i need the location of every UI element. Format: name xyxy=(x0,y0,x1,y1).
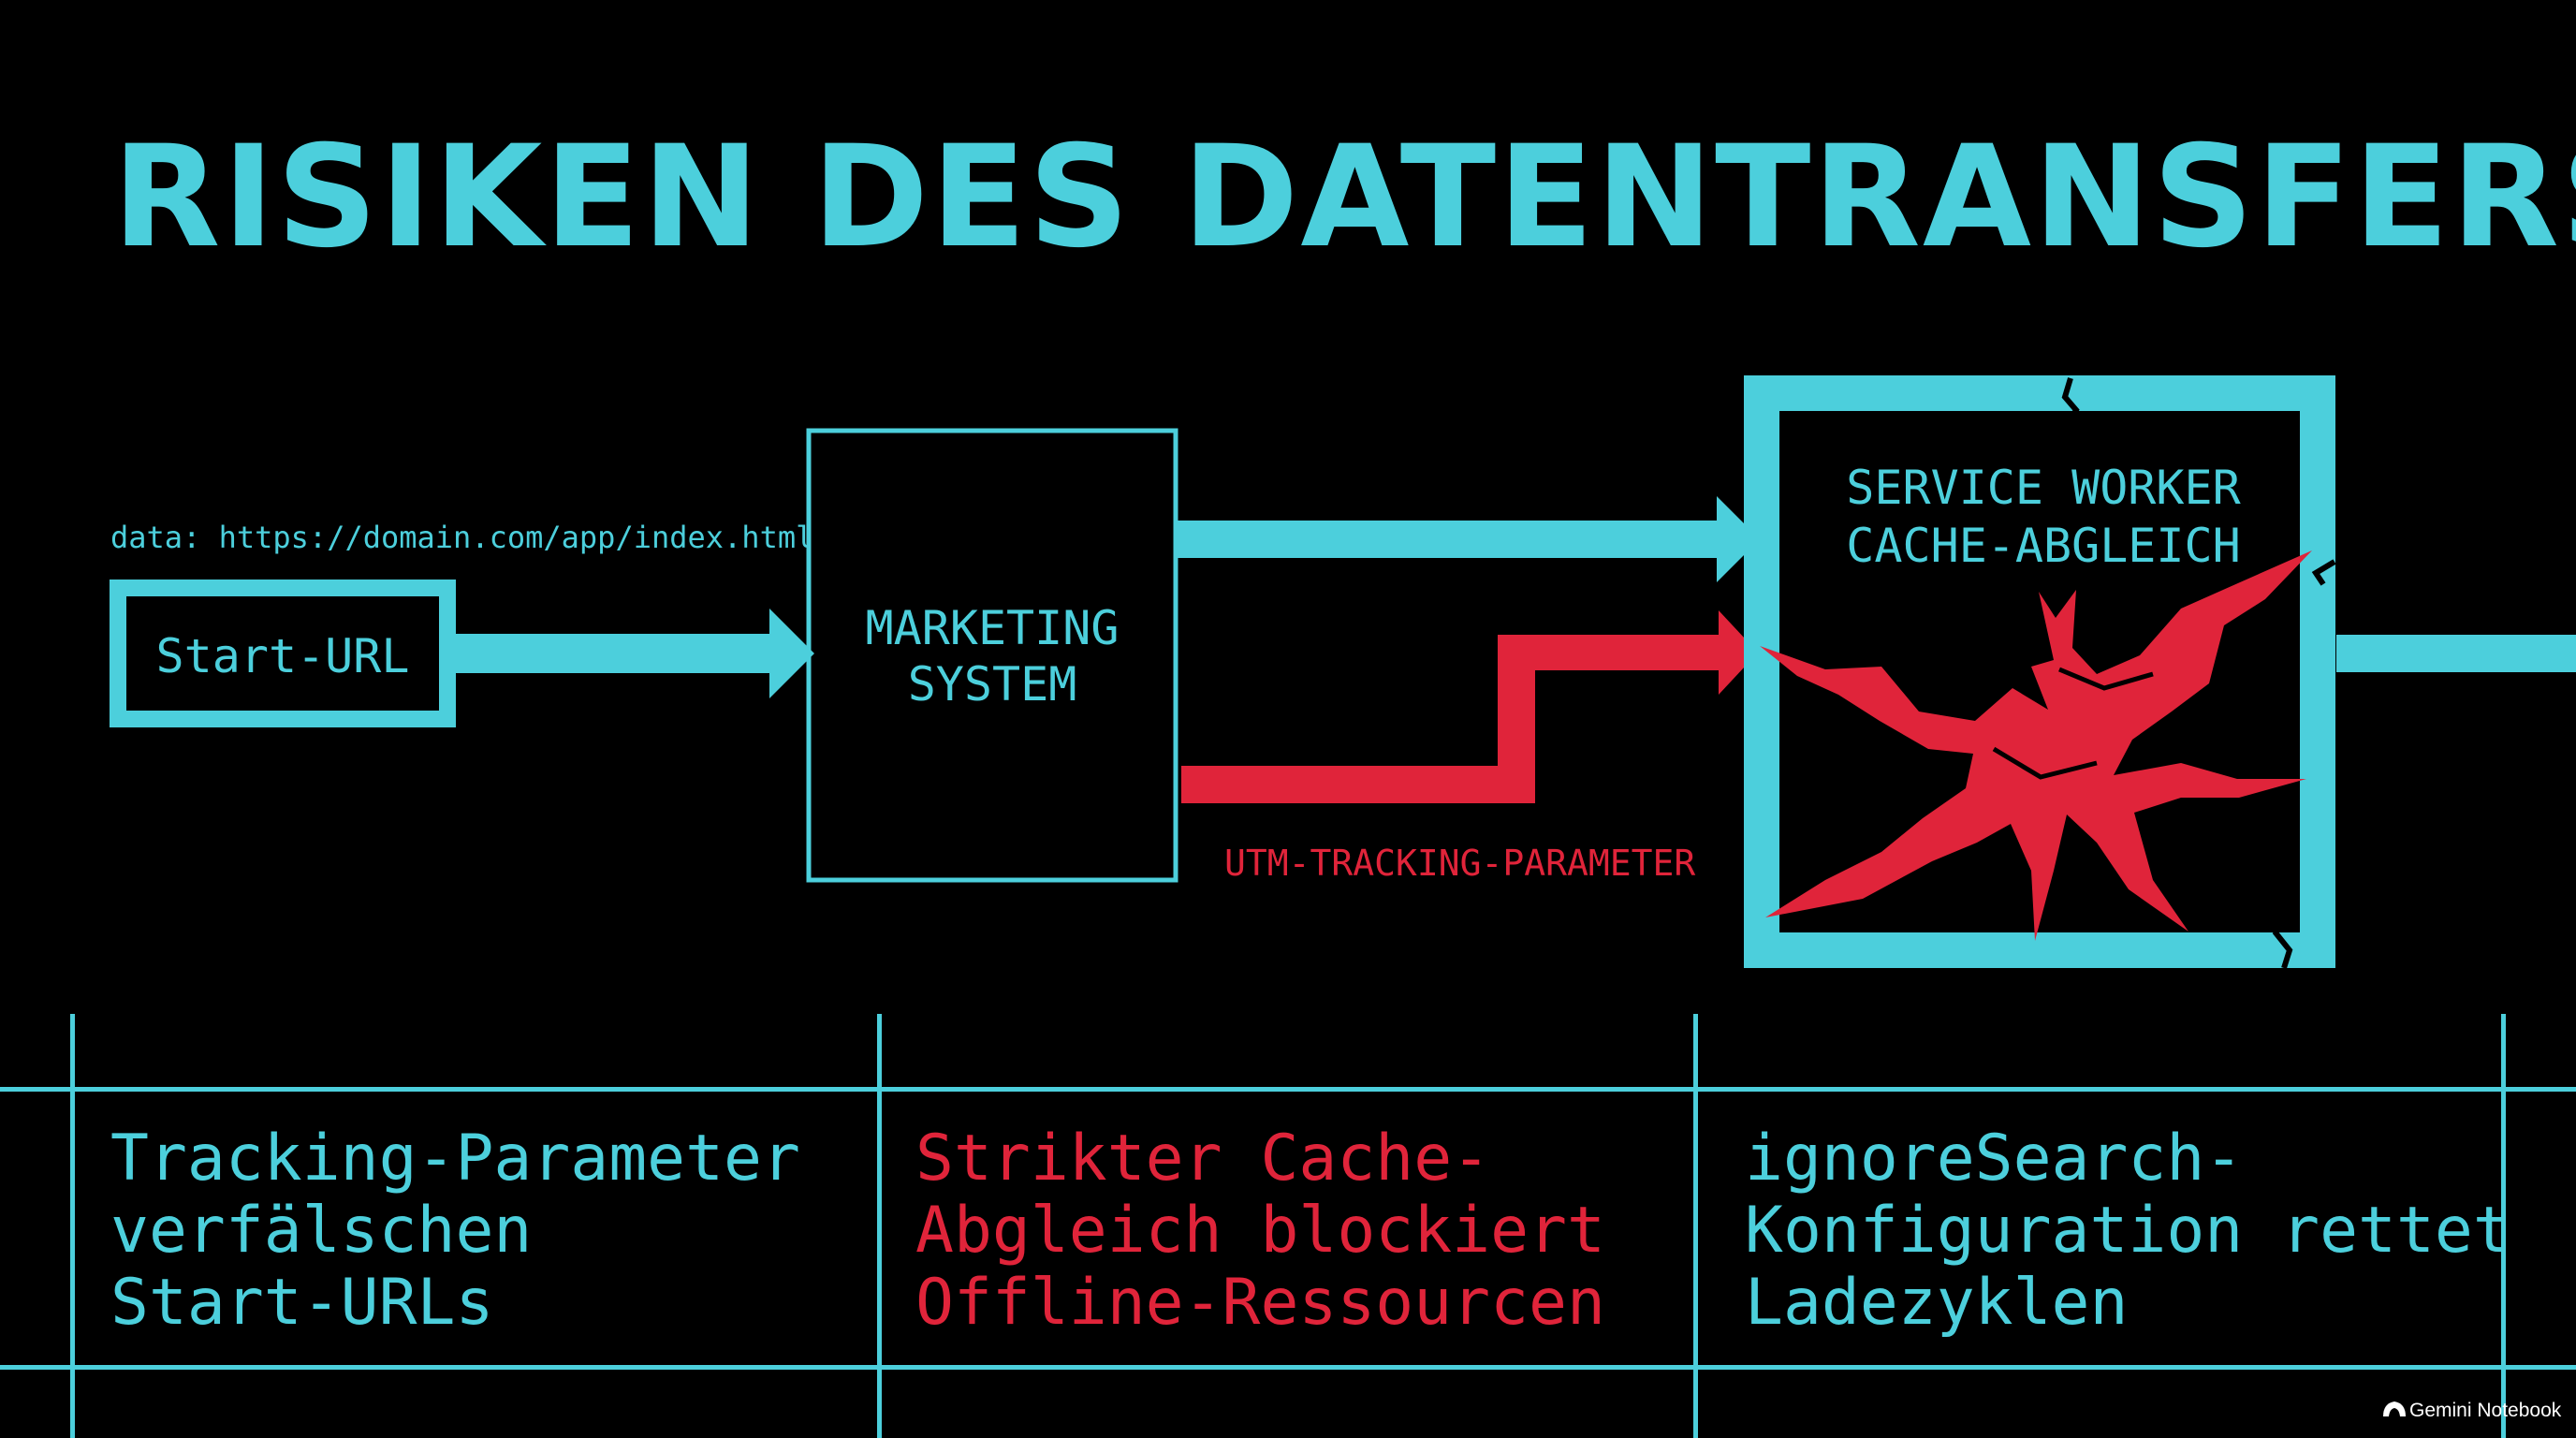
grid-divider-2 xyxy=(877,1014,882,1438)
grid-divider-3 xyxy=(1693,1014,1698,1438)
grid-divider-4 xyxy=(2501,1014,2506,1438)
column-1-line-2: verfälschen xyxy=(110,1194,532,1268)
arrow-marketing-to-worker-head xyxy=(1717,496,1760,582)
column-3-line-2: Konfiguration rettet xyxy=(1745,1194,2511,1268)
arrow-start-to-marketing-head xyxy=(769,609,814,698)
frame-crack-top xyxy=(2061,377,2080,425)
arrow-marketing-to-worker xyxy=(1178,521,1722,558)
marketing-system-box xyxy=(806,428,1178,883)
arrow-start-to-marketing xyxy=(456,634,774,673)
column-1-line-3: Start-URLs xyxy=(110,1266,493,1340)
red-crack-thin-2 xyxy=(1992,746,2098,780)
red-tracking-path xyxy=(1181,610,1758,803)
grid-divider-1 xyxy=(70,1014,75,1438)
column-2-line-1: Strikter Cache- xyxy=(915,1122,1490,1196)
gemini-logo-icon xyxy=(2383,1401,2406,1416)
url-note: data: https://domain.com/app/index.html xyxy=(110,520,813,555)
red-crack-burst xyxy=(1760,550,2312,941)
grid-line-bottom xyxy=(0,1365,2576,1370)
marketing-system-label-line-2: SYSTEM xyxy=(908,657,1077,712)
column-1-line-1: Tracking-Parameter xyxy=(110,1122,800,1196)
arrow-worker-exit xyxy=(2336,635,2576,672)
frame-crack-bottom xyxy=(2272,930,2293,969)
grid-line-top xyxy=(0,1087,2576,1092)
utm-tracking-label: UTM-TRACKING-PARAMETER xyxy=(1224,843,1695,884)
column-2-line-3: Offline-Ressourcen xyxy=(915,1266,1605,1340)
service-worker-box xyxy=(1744,375,2335,968)
service-worker-label-line-1: SERVICE WORKER xyxy=(1846,461,2241,515)
column-3-line-3: Ladezyklen xyxy=(1745,1266,2128,1340)
page-title: RISIKEN DES DATENTRANSFERS xyxy=(112,116,2576,279)
column-2-line-2: Abgleich blockiert xyxy=(915,1194,1605,1268)
frame-crack-right xyxy=(2311,559,2336,586)
marketing-system-label-line-1: MARKETING xyxy=(866,601,1120,655)
start-url-label: Start-URL xyxy=(156,629,410,683)
column-3-line-1: ignoreSearch- xyxy=(1745,1122,2243,1196)
start-url-box xyxy=(110,580,456,727)
watermark-label: Gemini Notebook xyxy=(2409,1400,2562,1421)
service-worker-label-line-2: CACHE-ABGLEICH xyxy=(1846,519,2240,573)
red-crack-thin-1 xyxy=(2058,667,2154,691)
